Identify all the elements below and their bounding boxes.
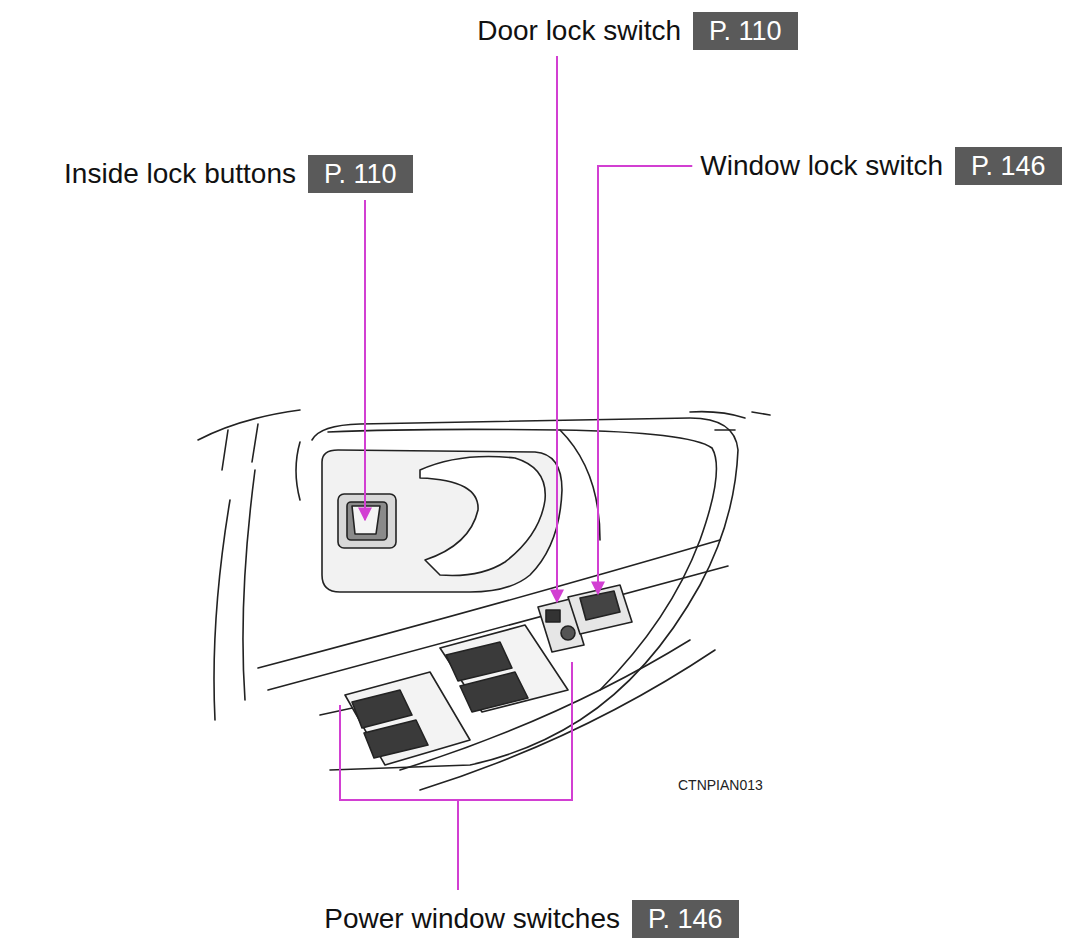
part-name: Door lock switch	[475, 14, 683, 48]
page-number: P. 146	[955, 147, 1062, 185]
part-name: Inside lock buttons	[62, 157, 298, 191]
page-number: P. 110	[693, 12, 798, 50]
page-reference: P. 146	[955, 147, 1062, 185]
figure-code: CTNPIAN013	[676, 776, 765, 794]
part-name: Window lock switch	[698, 149, 945, 183]
page-number: P. 110	[308, 155, 413, 193]
page-number: P. 146	[632, 900, 739, 938]
page-reference: P. 146	[632, 900, 739, 938]
part-name: Power window switches	[322, 902, 622, 936]
page-reference: P. 110	[308, 155, 413, 193]
page-reference: P. 110	[693, 12, 798, 50]
